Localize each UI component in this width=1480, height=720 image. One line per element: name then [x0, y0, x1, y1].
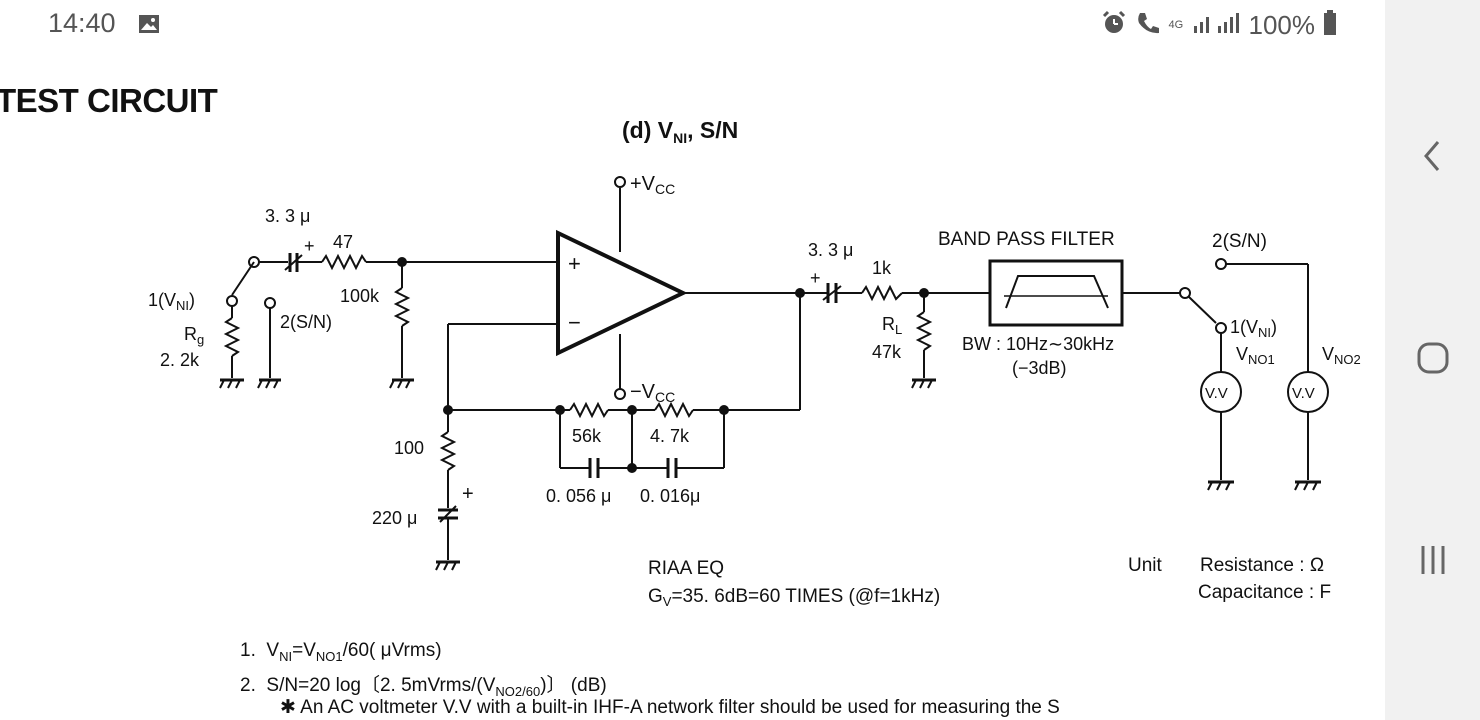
battery-icon [1323, 9, 1337, 41]
formula-note: ✱ An AC voltmeter V.V with a built-in IH… [280, 697, 1060, 718]
gallery-icon [138, 14, 160, 39]
output-1k-label: 1k [872, 258, 892, 278]
output-cap-plus: + [810, 268, 821, 288]
input-rg-value: 2. 2k [160, 350, 200, 370]
formula-1: 1. VNI=VNO1/60( μVrms) [240, 640, 442, 664]
bpf-db: (−3dB) [1012, 358, 1067, 378]
output-cap-label: 3. 3 μ [808, 240, 853, 260]
units-capacitance: Capacitance : F [1198, 582, 1331, 603]
circuit-subtitle: (d) VNI, S/N [622, 117, 738, 146]
input-res-label: 47 [333, 232, 353, 252]
input-switch-2-label: 2(S/N) [280, 312, 332, 332]
opamp-plus-label: + [568, 251, 581, 276]
status-bar: 14:40 4G 100% [0, 0, 1385, 50]
alarm-icon [1101, 10, 1127, 41]
input-cap-label: 3. 3 μ [265, 206, 310, 226]
output-switch-2-label: 2(S/N) [1212, 231, 1267, 252]
output-switch-1-label: 1(VNI) [1230, 317, 1277, 340]
formula-2: 2. S/N=20 log〔2. 5mVrms/(VNO2/60)〕 (dB) [240, 675, 607, 699]
feedback-0056-label: 0. 056 μ [546, 486, 611, 506]
vno2-label: VNO2 [1322, 344, 1361, 367]
vcc-positive-label: +VCC [630, 173, 675, 197]
circuit-diagram: (d) VNI, S/N + − +VCC −VCC 3. 3 μ + 47 1… [148, 117, 1361, 609]
output-rl-value: 47k [872, 342, 902, 362]
back-icon[interactable] [1403, 126, 1463, 186]
input-cap-plus: + [304, 236, 315, 256]
output-rl-label: RL [882, 314, 902, 337]
status-time: 14:40 [48, 8, 116, 38]
opamp-minus-label: − [568, 310, 581, 335]
input-100k-label: 100k [340, 286, 380, 306]
section-title: TEST CIRCUIT [0, 82, 218, 119]
units-label: Unit [1128, 555, 1163, 576]
vcc-negative-label: −VCC [630, 381, 675, 405]
input-switch-1-label: 1(VNI) [148, 290, 195, 313]
call-icon [1135, 10, 1161, 41]
bpf-title: BAND PASS FILTER [938, 229, 1115, 250]
vno1-label: VNO1 [1236, 344, 1275, 367]
feedback-220u-label: 220 μ [372, 508, 417, 528]
navigation-bar [1385, 0, 1480, 720]
riaa-gain: GV=35. 6dB=60 TIMES (@f=1kHz) [648, 586, 940, 609]
opamp-symbol [556, 229, 688, 357]
feedback-4-7k-label: 4. 7k [650, 426, 690, 446]
feedback-56k-label: 56k [572, 426, 602, 446]
voltmeter-1-label: V.V [1205, 385, 1228, 402]
recents-icon[interactable] [1403, 530, 1463, 590]
network-type-label: 4G [1168, 18, 1184, 31]
voltmeter-2-label: V.V [1292, 385, 1315, 402]
feedback-220u-plus: + [462, 483, 474, 505]
riaa-title: RIAA EQ [648, 558, 724, 579]
feedback-0016-label: 0. 016μ [640, 486, 700, 506]
input-rg-label: Rg [184, 324, 204, 347]
home-icon[interactable] [1403, 328, 1463, 388]
bpf-bandwidth: BW : 10Hz∼30kHz [962, 334, 1114, 354]
signal-icon [1193, 12, 1241, 39]
battery-percent: 100% [1248, 9, 1316, 40]
units-resistance: Resistance : Ω [1200, 555, 1324, 576]
feedback-100-label: 100 [394, 438, 424, 458]
